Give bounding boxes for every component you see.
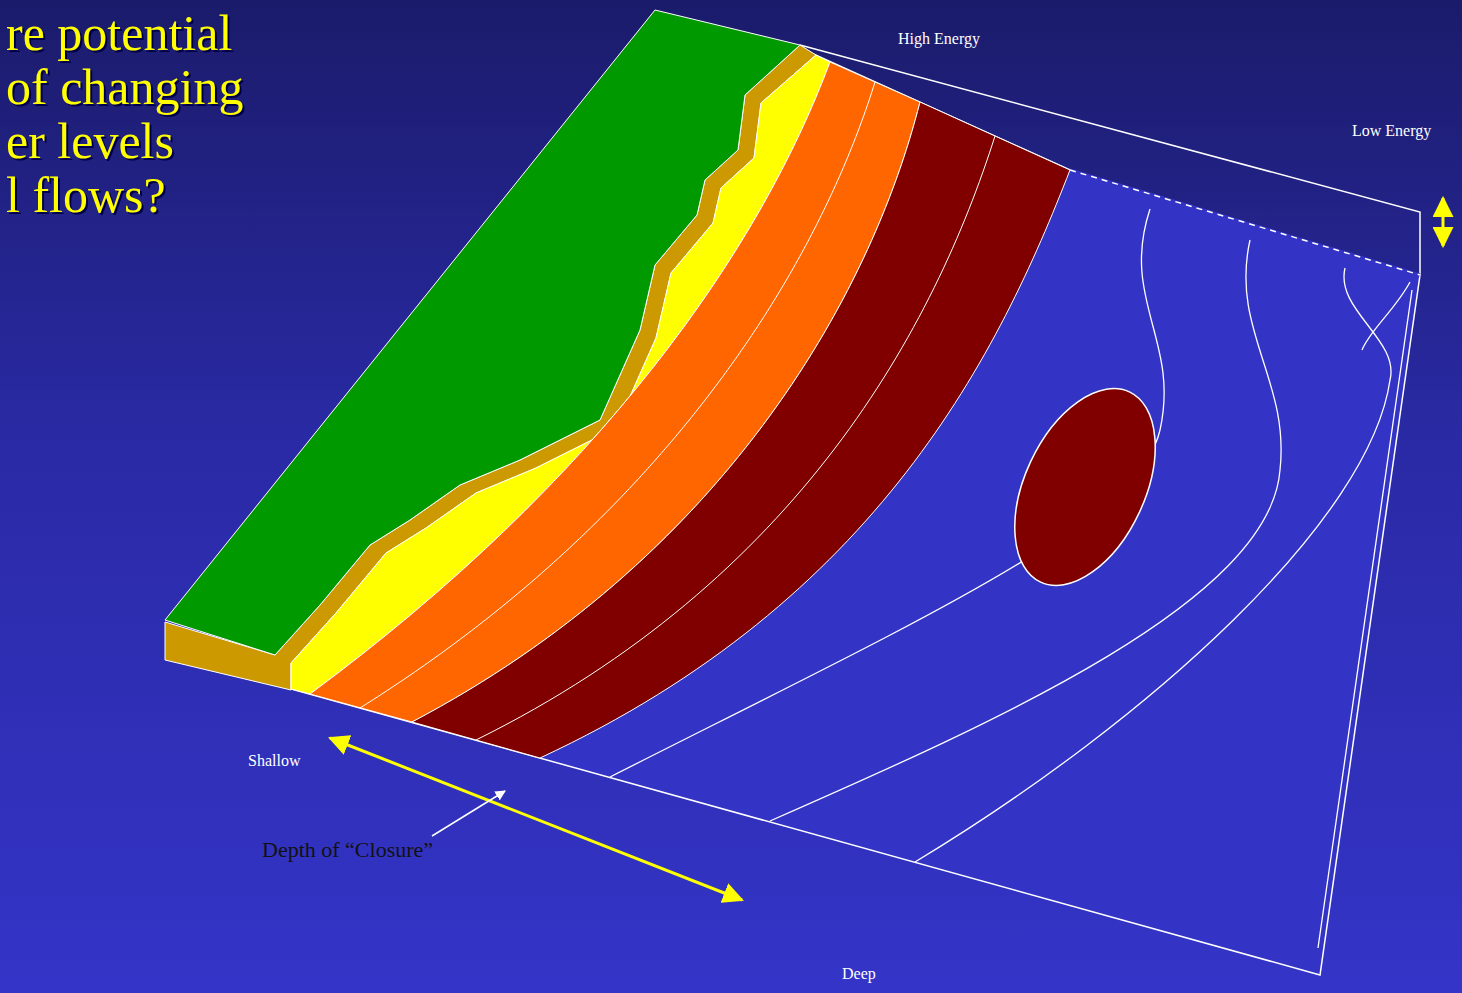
closure-label: Depth of “Closure” [262,838,433,862]
depth-contour [915,268,1391,862]
depth-label: Shallow [248,752,300,770]
energy-label: High Energy [898,30,980,48]
offshore-band [412,102,1070,758]
heading-line: er levels [6,114,174,169]
offshore-bar [986,366,1184,607]
heading-line: re potential [6,6,232,61]
block-edge [1318,290,1412,948]
energy-label: Low Energy [1352,122,1431,140]
band-contour [360,82,875,708]
heading-line: of changing [6,60,243,115]
band-contour [476,136,995,740]
water-line-dashed [1070,170,1420,275]
heading-line: l flows? [6,168,166,223]
depth-contour [1362,282,1410,350]
depth-label: Deep [842,965,876,983]
mask [1070,170,1420,275]
leader-arrow [432,791,505,836]
water-level-arrow [1442,198,1445,246]
closure-span-arrow [330,738,742,900]
